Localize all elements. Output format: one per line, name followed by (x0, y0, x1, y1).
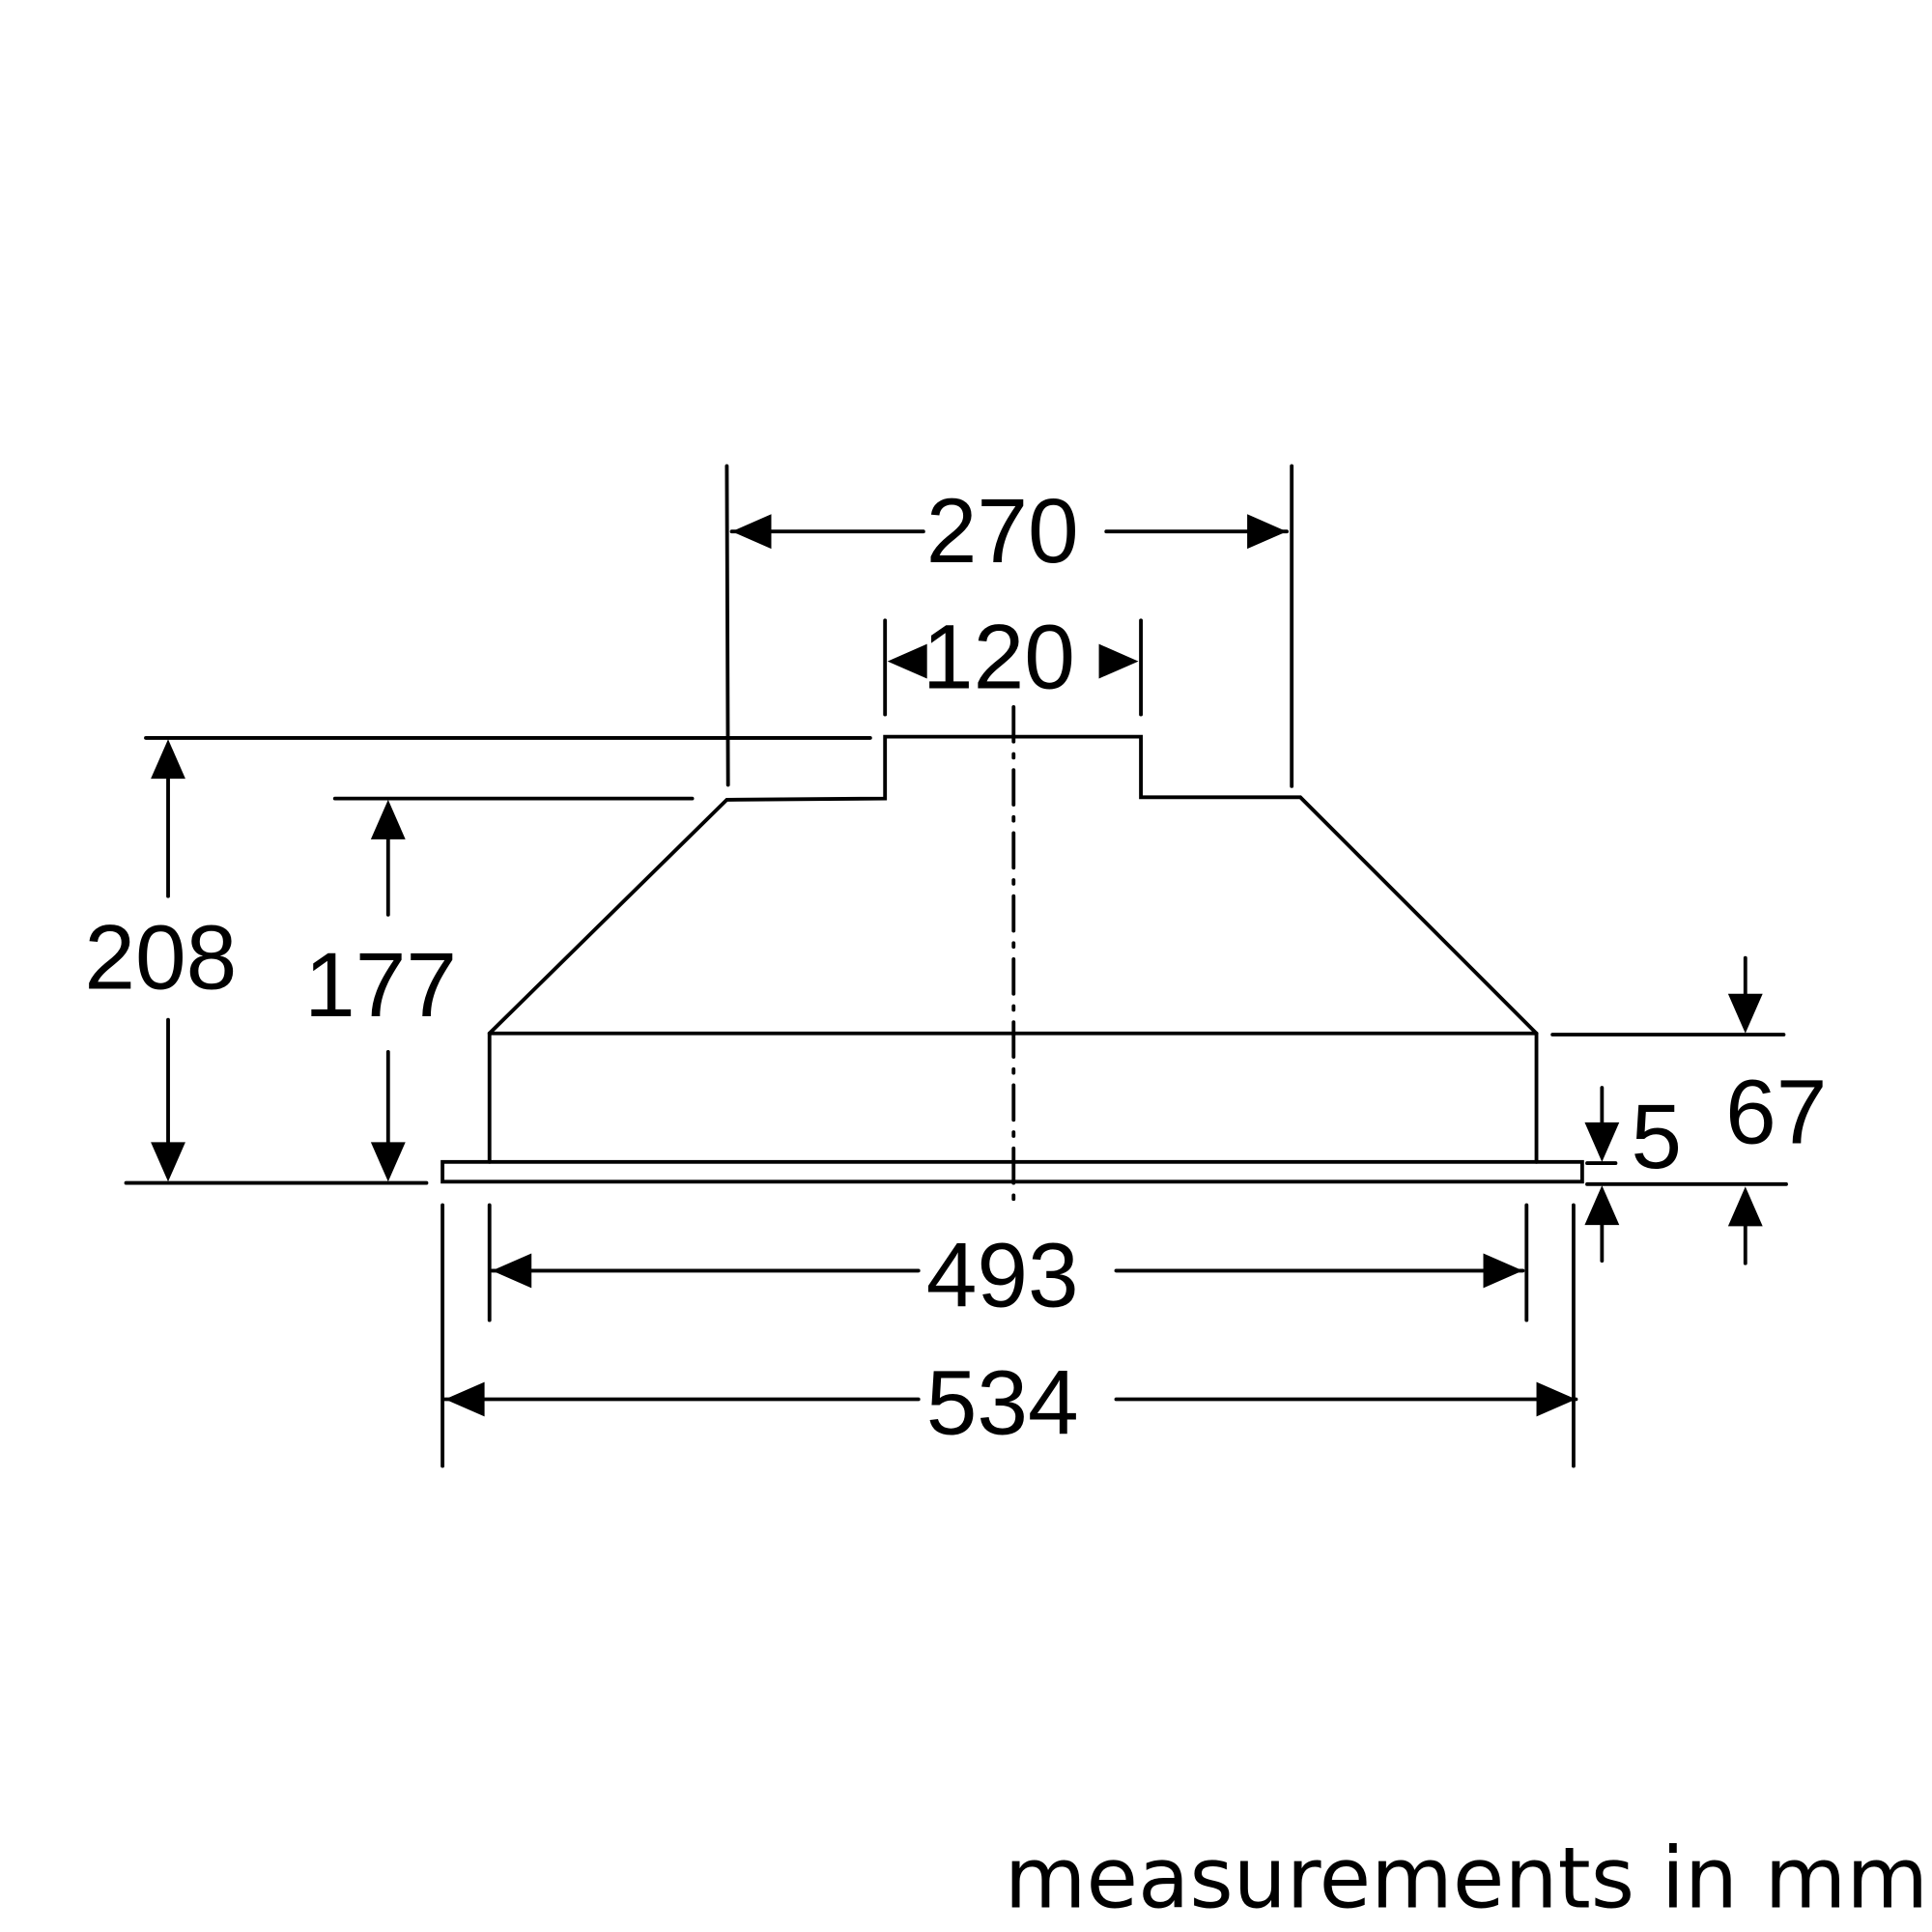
dimension-120: 120 (883, 607, 1143, 717)
dimension-177: 177 (304, 796, 695, 1182)
dimension-534: 534 (440, 1203, 1578, 1468)
dimension-label: 5 (1631, 1086, 1682, 1188)
dimension-208: 208 (84, 735, 872, 1185)
dimension-5: 5 (1584, 1086, 1682, 1264)
dimension-label: 208 (84, 907, 237, 1009)
units-note: measurements in mm (1005, 1829, 1928, 1927)
dimension-label: 270 (926, 480, 1079, 582)
dimension-label: 534 (926, 1351, 1079, 1454)
dimension-493: 493 (487, 1203, 1529, 1327)
dimension-label: 67 (1725, 1062, 1827, 1164)
dimension-label: 493 (926, 1225, 1079, 1327)
dimension-label: 120 (923, 607, 1075, 709)
dimension-270: 270 (724, 464, 1294, 788)
dimension-67: 67 (1550, 955, 1827, 1265)
dimension-label: 177 (304, 934, 457, 1037)
